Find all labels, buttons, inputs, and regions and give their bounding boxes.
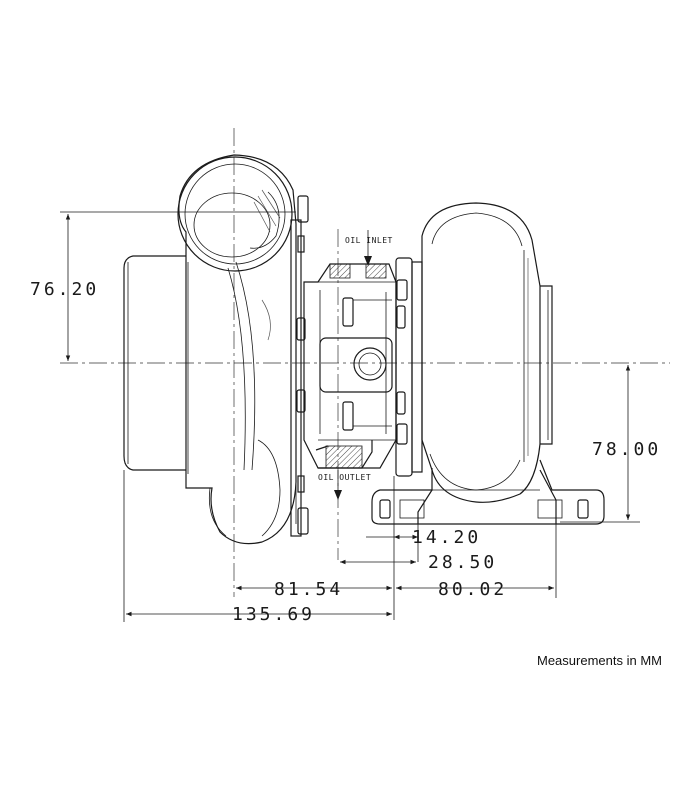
oil-outlet-label: OIL OUTLET bbox=[318, 473, 371, 482]
dim-height-right: 78.00 bbox=[592, 439, 661, 460]
units-note: Measurements in MM bbox=[537, 653, 662, 668]
center-housing bbox=[303, 230, 397, 500]
oil-inlet-label: OIL INLET bbox=[345, 236, 393, 245]
dim-turbine-side: 80.02 bbox=[438, 579, 507, 600]
dim-overall-length: 135.69 bbox=[232, 604, 315, 625]
dimension-lines bbox=[60, 211, 640, 622]
dim-compressor-side: 81.54 bbox=[274, 579, 343, 600]
dim-height-left: 76.20 bbox=[30, 279, 99, 300]
turbine-housing bbox=[371, 202, 605, 525]
center-lines bbox=[60, 128, 670, 597]
dim-flange-offset: 14.20 bbox=[412, 527, 481, 548]
compressor-housing bbox=[123, 154, 309, 545]
dim-oil-outlet-to-flange: 28.50 bbox=[428, 552, 497, 573]
